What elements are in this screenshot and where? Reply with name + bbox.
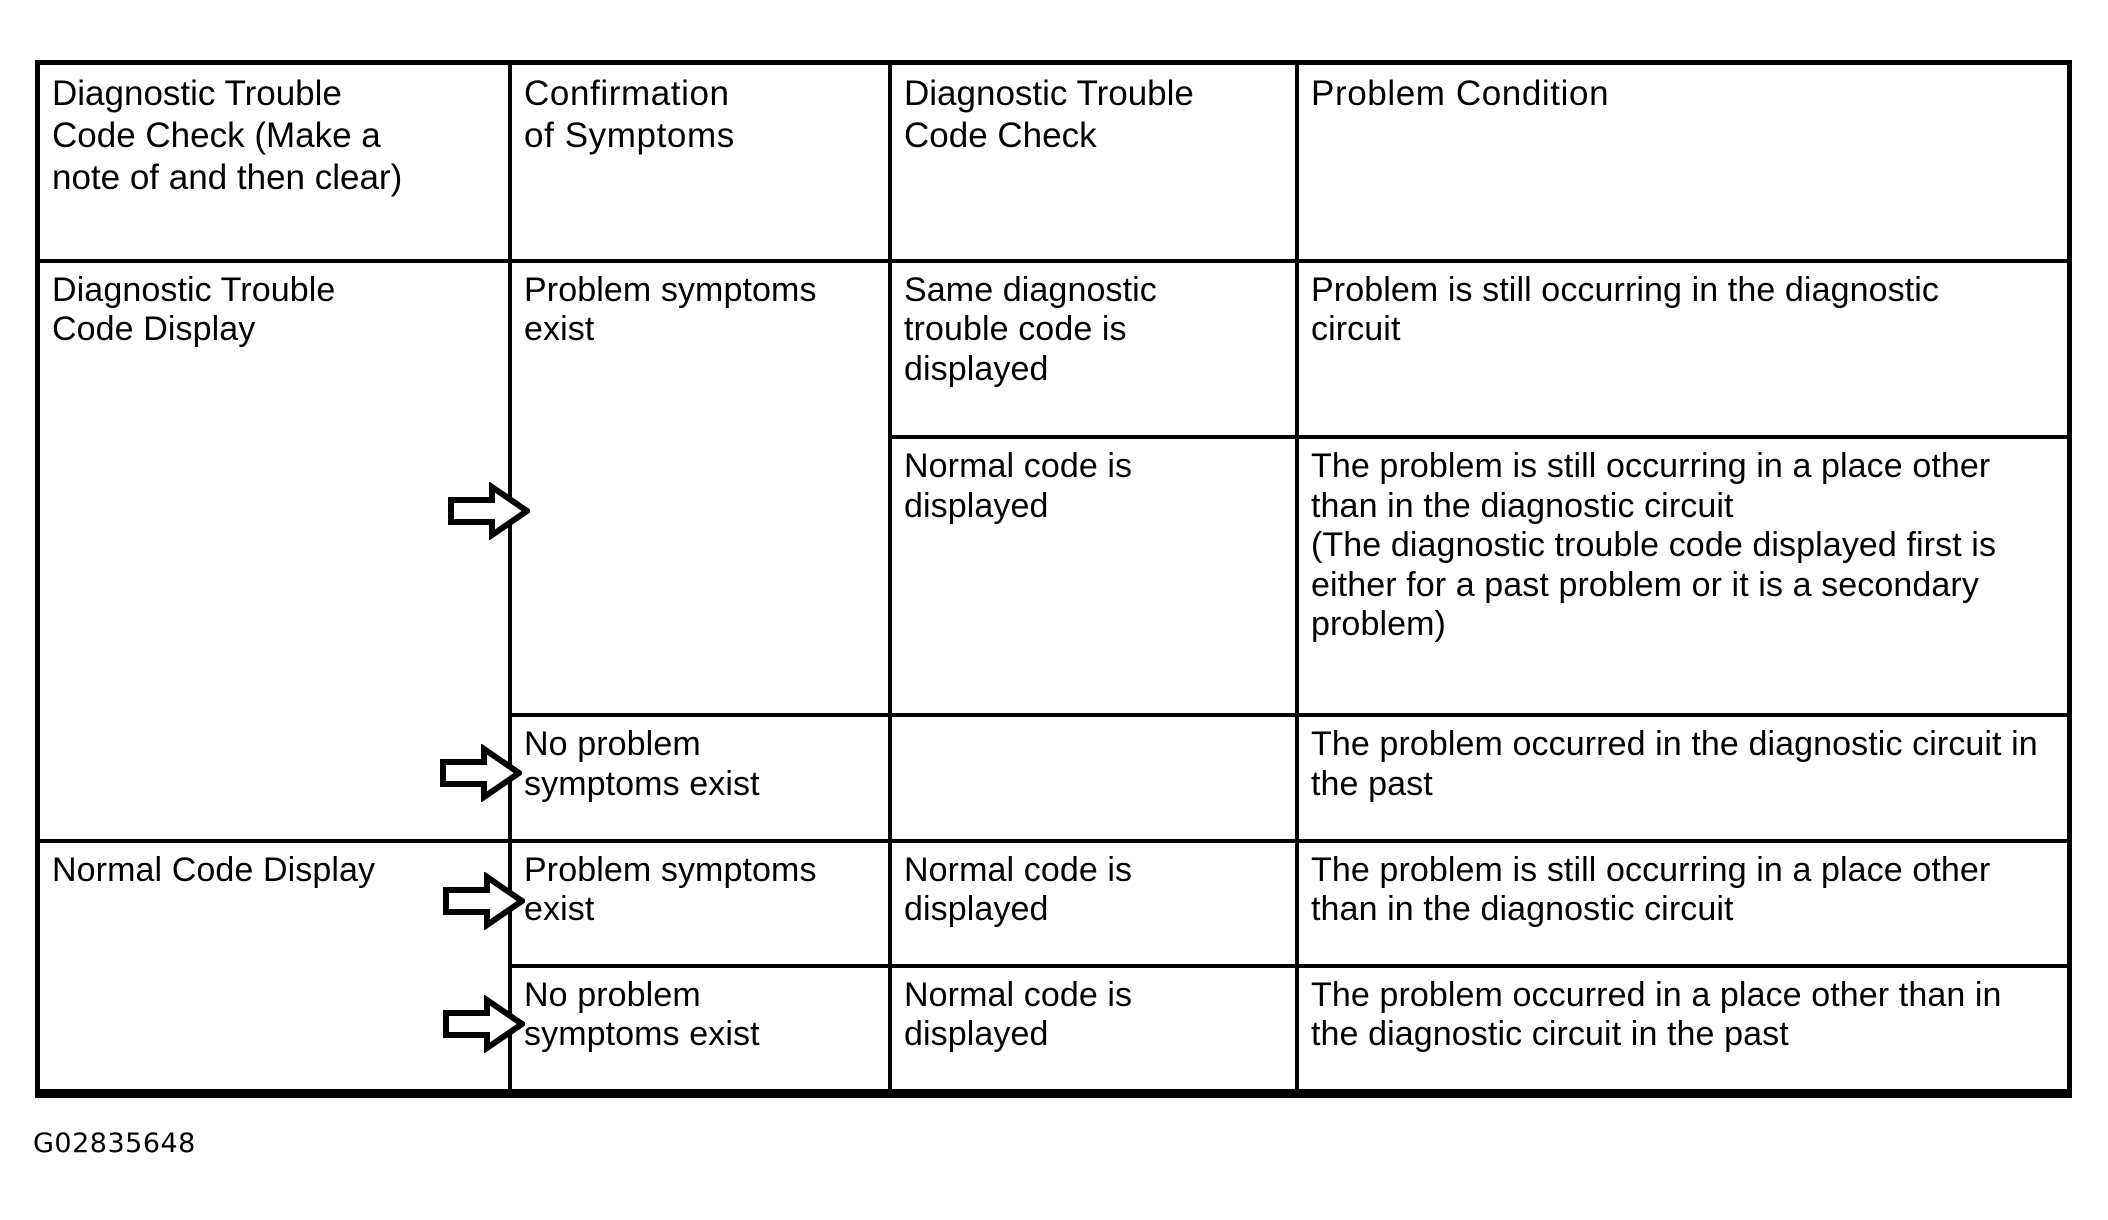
cell-normal-code-displayed-3: Normal code is displayed	[888, 963, 1299, 1094]
cell-line: Problem symptoms	[524, 850, 817, 889]
cell-line: Normal code is	[904, 850, 1133, 889]
table-row: Normal Code Display Problem symptoms exi…	[40, 838, 2067, 1094]
cell-normal-code-displayed-2: Normal code is displayed	[888, 838, 1299, 968]
cell-empty-second-check	[888, 713, 1299, 843]
table-body: Diagnostic Trouble Code Display Problem …	[40, 258, 2067, 1094]
cell-no-problem-symptoms-1: No problem symptoms exist	[510, 713, 892, 843]
cell-problem-past-in-circuit: The problem occurred in the diagnostic c…	[1295, 713, 2067, 843]
table-row: Diagnostic Trouble Code Display Problem …	[40, 258, 2067, 843]
cell-paragraph: The problem occurred in the diagnostic c…	[1311, 725, 2038, 803]
cell-line: symptoms exist	[524, 764, 760, 803]
header-line: Diagnostic Trouble	[52, 74, 342, 113]
cell-line: Code Display	[52, 310, 256, 349]
cell-line: displayed	[904, 486, 1049, 525]
cell-normal-code-displayed-1: Normal code is displayed	[890, 435, 1299, 718]
cell-line: Diagnostic Trouble	[52, 271, 336, 309]
header-line: note of and then clear)	[52, 158, 403, 197]
diagnostic-trouble-code-table: Diagnostic Trouble Code Check (Make a no…	[35, 60, 2072, 1098]
header-line: Confirmation	[524, 74, 730, 113]
cell-line: Problem is still occurring in the diagno…	[1311, 271, 1940, 309]
cell-line: Normal code is	[904, 975, 1133, 1014]
cell-paragraph: (The diagnostic trouble code displayed f…	[1311, 526, 1997, 643]
table-row: No problem symptoms exist Normal code is…	[40, 963, 2067, 1094]
header-problem-condition: Problem Condition	[1295, 65, 2067, 263]
cell-problem-past-elsewhere: The problem occurred in a place other th…	[1295, 963, 2067, 1094]
cell-line: No problem	[524, 725, 701, 764]
cell-line: displayed	[904, 889, 1049, 928]
cell-line: exist	[524, 310, 595, 349]
header-row: Diagnostic Trouble Code Check (Make a no…	[40, 65, 2067, 263]
header-line: Code Check	[904, 116, 1097, 155]
header-dtc-check-clear: Diagnostic Trouble Code Check (Make a no…	[40, 65, 512, 263]
cell-dtc-display: Diagnostic Trouble Code Display	[40, 259, 512, 843]
header-line: Code Check (Make a	[52, 116, 381, 155]
cell-problem-elsewhere-2: The problem is still occurring in a plac…	[1295, 838, 2067, 968]
cell-same-dtc-displayed: Same diagnostic trouble code is displaye…	[888, 258, 1299, 440]
header-line: of Symptoms	[524, 116, 735, 155]
figure-caption: G02835648	[33, 1128, 196, 1159]
cell-line: Problem symptoms	[524, 271, 817, 309]
table-header: Diagnostic Trouble Code Check (Make a no…	[40, 65, 2067, 263]
header-confirmation-of-symptoms: Confirmation of Symptoms	[508, 65, 892, 263]
cell-problem-symptoms-exist: Problem symptoms exist	[508, 258, 892, 718]
cell-paragraph: The problem occurred in a place other th…	[1311, 975, 2002, 1054]
cell-line: Normal Code Display	[52, 850, 376, 889]
cell-line: displayed	[904, 349, 1049, 388]
cell-line: No problem	[524, 975, 701, 1014]
cell-no-problem-symptoms-2: No problem symptoms exist	[510, 963, 892, 1094]
dtc-table: Diagnostic Trouble Code Check (Make a no…	[40, 65, 2067, 1094]
cell-line: trouble code is	[904, 310, 1127, 349]
cell-line: symptoms exist	[524, 1015, 760, 1054]
table-row: Normal code is displayed The problem is …	[40, 435, 2067, 718]
cell-normal-code-display: Normal Code Display	[40, 838, 512, 1094]
cell-line: Normal code is	[904, 447, 1133, 486]
cell-problem-symptoms-exist-2: Problem symptoms exist	[508, 838, 892, 968]
cell-paragraph: The problem is still occurring in a plac…	[1311, 850, 1991, 928]
cell-line: Same diagnostic	[904, 271, 1157, 309]
cell-paragraph: The problem is still occurring in a plac…	[1311, 447, 1991, 525]
cell-line: displayed	[904, 1015, 1049, 1054]
header-line: Diagnostic Trouble	[904, 74, 1194, 113]
header-diagnostic-trouble-code-check: Diagnostic Trouble Code Check	[888, 65, 1299, 263]
cell-line: exist	[524, 889, 595, 928]
cell-problem-still-in-circuit: Problem is still occurring in the diagno…	[1295, 258, 2067, 440]
cell-line: circuit	[1311, 310, 1401, 349]
header-line: Problem Condition	[1311, 74, 1610, 113]
cell-problem-elsewhere-detail: The problem is still occurring in a plac…	[1295, 435, 2067, 718]
table-row: No problem symptoms exist The problem oc…	[40, 713, 2067, 843]
